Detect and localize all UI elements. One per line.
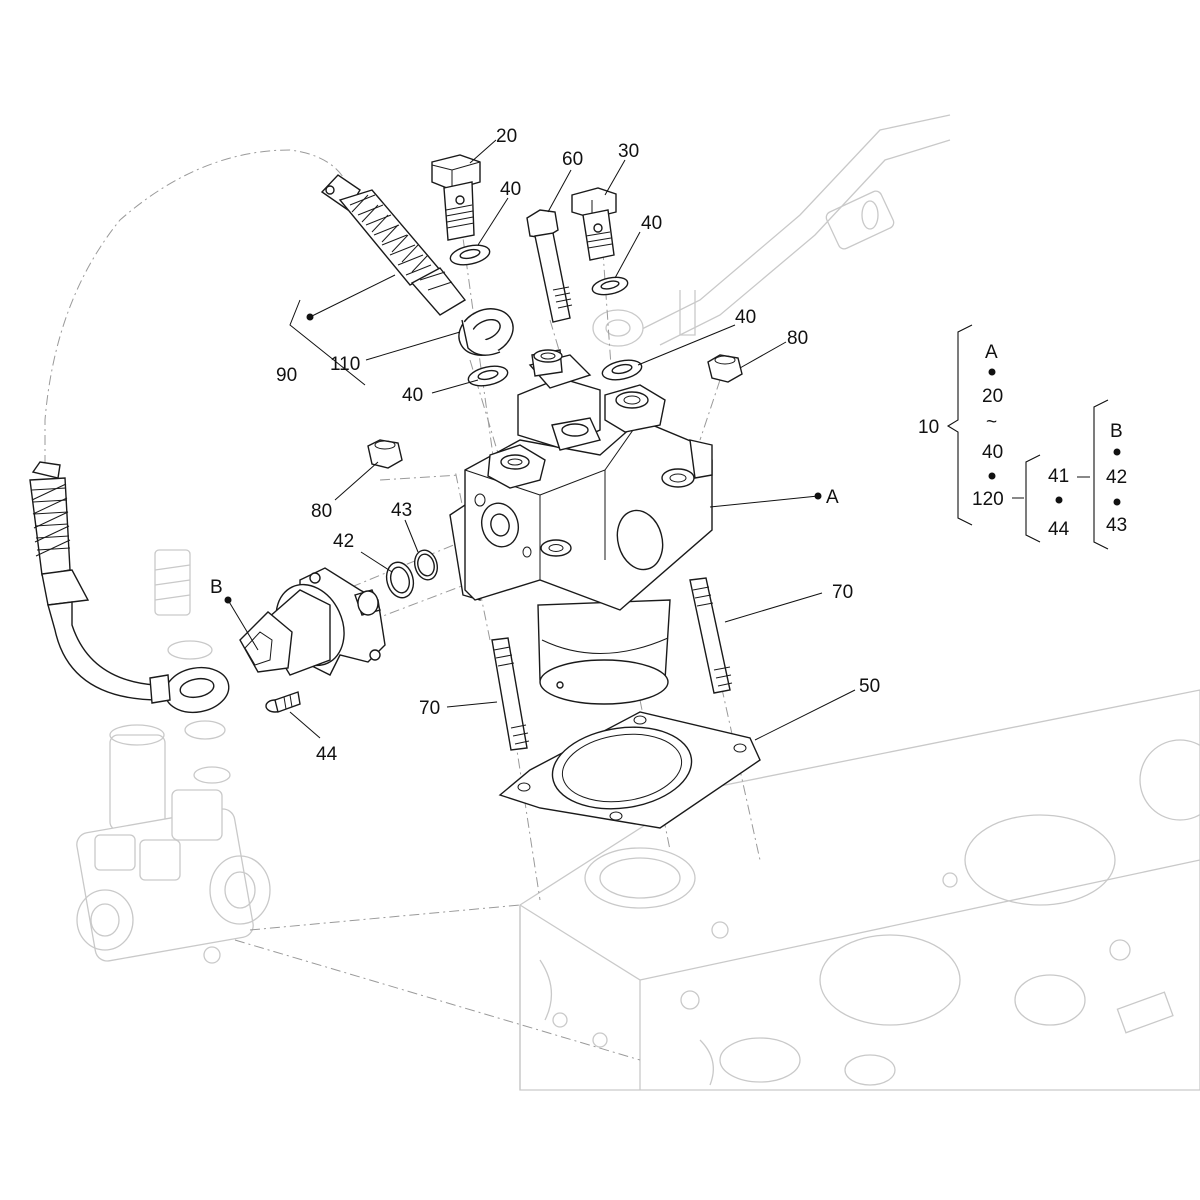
screw-44 — [265, 691, 301, 713]
callout-43: 43 — [391, 500, 412, 521]
legend-43: 43 — [1106, 515, 1127, 536]
metering-valve-b — [239, 567, 386, 676]
studs-70 — [491, 577, 733, 751]
bolt-60 — [526, 209, 573, 323]
legend-b: B — [1110, 421, 1123, 442]
o-rings-42-43 — [385, 549, 439, 599]
callout-40: 40 — [500, 179, 521, 200]
ghosted-fuel-rail — [592, 114, 951, 347]
callout-30: 30 — [618, 141, 639, 162]
callout-70: 70 — [419, 698, 440, 719]
callout-labels: 20 60 30 40 40 40 80 40 110 90 80 43 42 … — [210, 126, 880, 765]
legend-42: 42 — [1106, 467, 1127, 488]
legend-main-10: 10 — [918, 417, 939, 438]
ghosted-injection-pump — [76, 549, 271, 964]
callout-110: 110 — [330, 354, 360, 375]
callout-40: 40 — [402, 385, 423, 406]
callout-42: 42 — [333, 531, 354, 552]
callout-80: 80 — [311, 501, 332, 522]
gasket-50 — [498, 711, 761, 829]
callout-60: 60 — [562, 149, 583, 170]
banjo-bolt-30 — [571, 187, 617, 261]
kit-legend: 10 A 20 ~ 40 120 41 44 B 42 43 — [918, 324, 1127, 550]
callout-90: 90 — [276, 365, 297, 386]
sealing-washers-40 — [449, 244, 643, 387]
legend-44: 44 — [1048, 519, 1070, 540]
legend-40: 40 — [982, 442, 1003, 463]
banjo-bolt-20 — [431, 154, 481, 241]
callout-40: 40 — [641, 213, 662, 234]
callout-50: 50 — [859, 676, 880, 697]
fuel-line-assembly — [320, 174, 514, 356]
legend-tilde: ~ — [986, 412, 997, 433]
callout-70: 70 — [832, 582, 853, 603]
callout-40: 40 — [735, 307, 756, 328]
legend-20: 20 — [982, 386, 1003, 407]
callout-leaders — [227, 139, 856, 741]
legend-120: 120 — [972, 489, 1004, 510]
flange-nuts-80 — [367, 354, 743, 469]
callout-b: B — [210, 577, 223, 598]
pressure-line-b — [29, 461, 230, 714]
ghosted-engine-block — [519, 689, 1200, 1091]
callout-20: 20 — [496, 126, 517, 147]
high-pressure-pump-a — [449, 349, 713, 705]
callout-a: A — [826, 487, 839, 508]
callout-dots — [224, 313, 822, 604]
legend-a: A — [985, 342, 998, 363]
legend-41: 41 — [1048, 466, 1069, 487]
callout-80: 80 — [787, 328, 808, 349]
callout-44: 44 — [316, 744, 338, 765]
